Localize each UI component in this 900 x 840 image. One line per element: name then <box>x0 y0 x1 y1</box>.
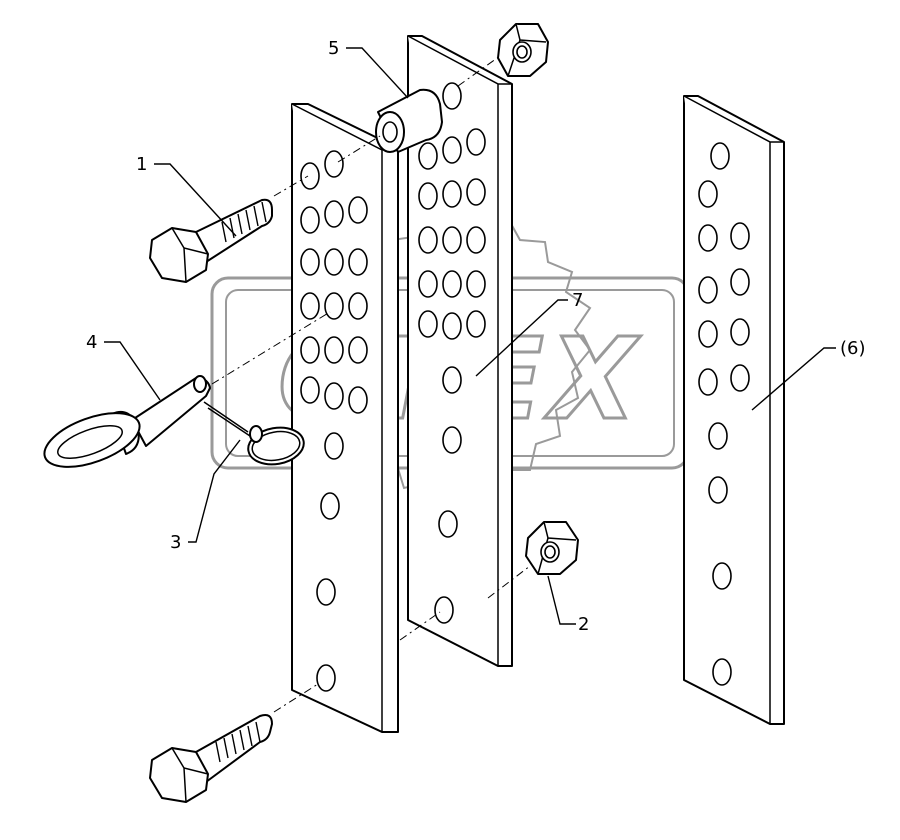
callout-2: 2 <box>578 614 589 635</box>
callout-leaders <box>104 47 836 625</box>
callout-7: 7 <box>572 290 583 311</box>
part-2-nut-upper <box>497 23 549 77</box>
part-3-clip-ring <box>247 425 305 466</box>
callout-labels: 1 2 3 4 5 (6) 7 <box>86 38 866 635</box>
right-plate-holes <box>698 142 750 686</box>
callout-4: 4 <box>86 332 97 353</box>
part-2-nut-lower <box>525 521 579 575</box>
part-6-right-plate <box>683 95 785 725</box>
part-1-bolt-upper <box>149 198 273 283</box>
assembly-axis-lines <box>211 55 531 713</box>
callout-6: (6) <box>840 338 866 359</box>
callout-5: 5 <box>328 38 339 59</box>
callout-1: 1 <box>136 154 147 175</box>
part-4-lock-pin <box>43 375 251 468</box>
part-1-bolt-lower <box>149 714 273 803</box>
front-plate <box>291 103 399 733</box>
middle-plate-holes <box>418 82 486 624</box>
part-5-spacer-sleeve <box>375 88 443 153</box>
middle-plate <box>407 35 513 667</box>
callout-3: 3 <box>170 532 181 553</box>
front-plate-holes <box>300 150 368 692</box>
